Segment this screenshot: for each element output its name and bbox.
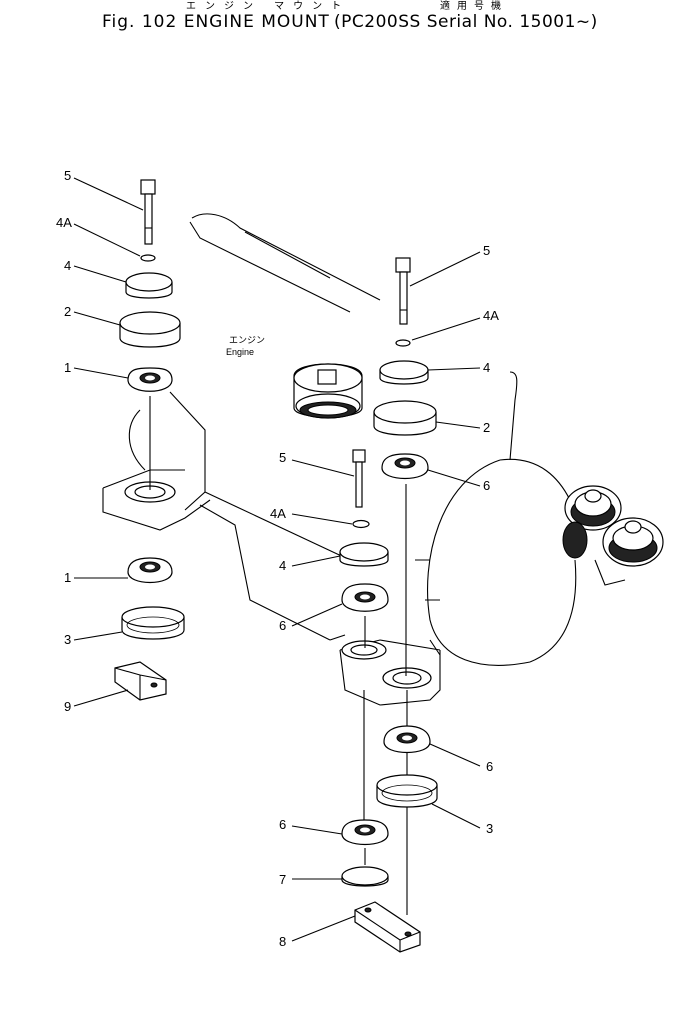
washer-4a-right (395, 339, 411, 347)
callout-3-right: 3 (486, 821, 493, 836)
plate-2-right (373, 400, 437, 436)
mount-6-middle (341, 583, 389, 612)
callout-4-middle: 4 (279, 558, 286, 573)
callout-7: 7 (279, 872, 286, 887)
callout-6-upper-right: 6 (483, 478, 490, 493)
bolt-5-middle (352, 449, 366, 508)
callout-5-left: 5 (64, 168, 71, 183)
mount-1-upper-left (127, 367, 173, 392)
callout-5-middle: 5 (279, 450, 286, 465)
engine-mount-bracket (293, 363, 363, 419)
plate-4-right (379, 360, 429, 385)
callout-6-bottom: 6 (279, 817, 286, 832)
block-8 (354, 901, 421, 953)
washer-7 (341, 866, 389, 887)
callout-1-lower: 1 (64, 570, 71, 585)
bolt-5-right (395, 257, 411, 325)
plate-2-left (119, 311, 181, 348)
callout-6-middle: 6 (279, 618, 286, 633)
figure-header: Fig. 102 ENGINE MOUNT エンジン マウント (PC200SS… (0, 0, 685, 40)
plate-4-left (125, 272, 173, 299)
callout-4a-right: 4A (483, 308, 499, 323)
callout-5-right: 5 (483, 243, 490, 258)
callout-4-left: 4 (64, 258, 71, 273)
mount-6-lower-right (383, 725, 431, 753)
callout-2-right: 2 (483, 420, 490, 435)
figure-title: Fig. 102 ENGINE MOUNT (102, 12, 330, 32)
pulley-lower (562, 517, 664, 567)
callout-4a-left: 4A (56, 215, 72, 230)
pulley-upper (564, 485, 622, 531)
washer-4a-left (140, 254, 156, 262)
callout-2-left: 2 (64, 304, 71, 319)
bolt-5-left (140, 179, 156, 245)
callout-4a-middle: 4A (270, 506, 286, 521)
frame-outline (102, 213, 626, 706)
applicability-note: (PC200SS Serial No. 15001~) (334, 12, 598, 32)
callout-8: 8 (279, 934, 286, 949)
mount-1-lower-left (127, 557, 173, 583)
plate-4-middle (339, 542, 389, 567)
callout-4-right: 4 (483, 360, 490, 375)
engine-label-jp: エンジン (229, 335, 265, 345)
japanese-applicability: 適用号機 (440, 1, 508, 12)
callout-9: 9 (64, 699, 71, 714)
washer-4a-middle (352, 519, 370, 529)
mount-6-upper-right (381, 453, 429, 479)
callout-1-upper: 1 (64, 360, 71, 375)
frame-mount-boss-right (341, 640, 432, 689)
callout-3-left: 3 (64, 632, 71, 647)
engine-label-en: Engine (226, 347, 254, 357)
mount-6-bottom (341, 819, 389, 845)
japanese-title: エンジン マウント (186, 1, 351, 12)
cup-3-right (376, 774, 438, 808)
cup-3-left (121, 606, 185, 640)
callout-6-lower-right: 6 (486, 759, 493, 774)
leader-lines (73, 177, 481, 942)
frame-mount-boss-left (124, 481, 176, 503)
block-9 (114, 661, 167, 701)
